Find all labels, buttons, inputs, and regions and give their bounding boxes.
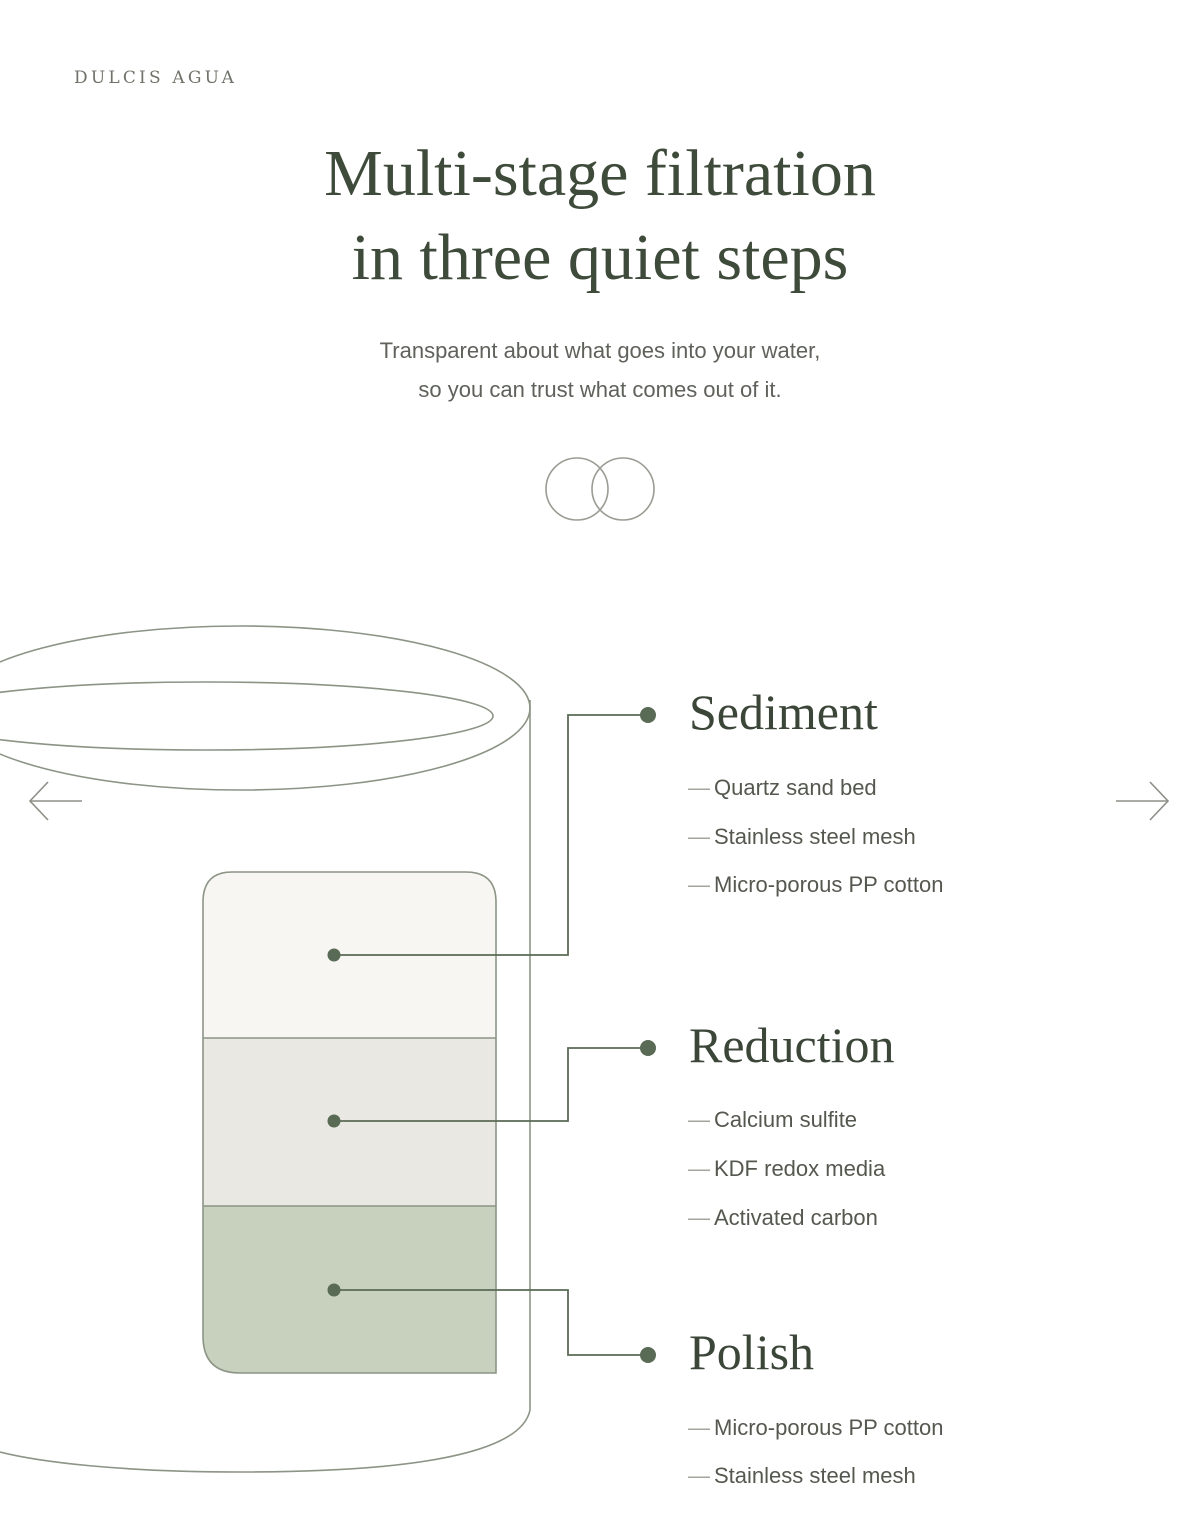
page-title-line-1: Multi-stage filtration <box>324 137 876 210</box>
stage-item: —Micro-porous PP cotton <box>688 1414 943 1442</box>
page-subtitle: Transparent about what goes into your wa… <box>250 331 950 409</box>
canister-bottom-curve <box>0 1409 531 1473</box>
stage-item: —Micro-porous PP cotton <box>688 871 943 899</box>
stage-item-label: Micro-porous PP cotton <box>714 872 944 897</box>
stage-item-label: Stainless steel mesh <box>714 824 916 849</box>
stage-item-label: Activated carbon <box>714 1205 878 1230</box>
stage-title-sediment: Sediment <box>689 684 878 740</box>
cartridge-outline <box>202 871 497 1374</box>
brand-wordmark: DULCIS AGUA <box>74 68 238 88</box>
canister-inner-rim <box>0 681 494 751</box>
stage-item-label: Quartz sand bed <box>714 775 877 800</box>
filter-canister <box>0 625 531 1473</box>
stage-item: —KDF redox media <box>688 1155 885 1183</box>
dot-polish-label <box>640 1347 656 1363</box>
stage-item: —Stainless steel mesh <box>688 823 916 851</box>
arrow-right-icon <box>1116 781 1170 821</box>
dash-icon: — <box>688 1107 710 1132</box>
dash-icon: — <box>688 872 710 897</box>
stage-title-reduction: Reduction <box>689 1017 895 1073</box>
stage-item: —Activated carbon <box>688 1204 878 1232</box>
page-title: Multi-stage filtration in three quiet st… <box>200 132 1000 300</box>
callout-connectors <box>334 714 648 1356</box>
stage-title-polish: Polish <box>689 1324 815 1380</box>
previous-arrow[interactable] <box>24 776 84 826</box>
stage-item-label: KDF redox media <box>714 1156 886 1181</box>
layer-reduction <box>203 1038 496 1206</box>
stage-item-label: Calcium sulfite <box>714 1107 858 1132</box>
page-subtitle-line-1: Transparent about what goes into your wa… <box>379 338 821 363</box>
arrow-left-icon <box>28 781 82 821</box>
stage-item-label: Micro-porous PP cotton <box>714 1415 944 1440</box>
callout-dots <box>327 707 656 1363</box>
stage-item: —Stainless steel mesh <box>688 1462 916 1490</box>
dash-icon: — <box>688 1415 710 1440</box>
dash-icon: — <box>688 1463 710 1488</box>
dash-icon: — <box>688 775 710 800</box>
page-title-line-2: in three quiet steps <box>351 221 849 294</box>
stage-item: —Calcium sulfite <box>688 1106 857 1134</box>
dot-sediment-label <box>640 707 656 723</box>
filter-cartridge <box>202 871 497 1374</box>
connector-polish <box>334 1289 648 1356</box>
dot-polish-layer <box>327 1283 341 1297</box>
dash-icon: — <box>688 824 710 849</box>
stage-item: —Quartz sand bed <box>688 774 877 802</box>
canister-top-rim <box>0 625 531 791</box>
dash-icon: — <box>688 1205 710 1230</box>
connector-sediment <box>334 714 648 956</box>
page-subtitle-line-2: so you can trust what comes out of it. <box>418 377 782 402</box>
dash-icon: — <box>688 1156 710 1181</box>
next-arrow[interactable] <box>1114 776 1174 826</box>
stage-item-label: Stainless steel mesh <box>714 1463 916 1488</box>
connector-reduction <box>334 1047 648 1122</box>
dot-reduction-label <box>640 1040 656 1056</box>
dot-reduction-layer <box>327 1114 341 1128</box>
dot-sediment-layer <box>327 948 341 962</box>
interlocking-rings-icon <box>545 457 655 521</box>
